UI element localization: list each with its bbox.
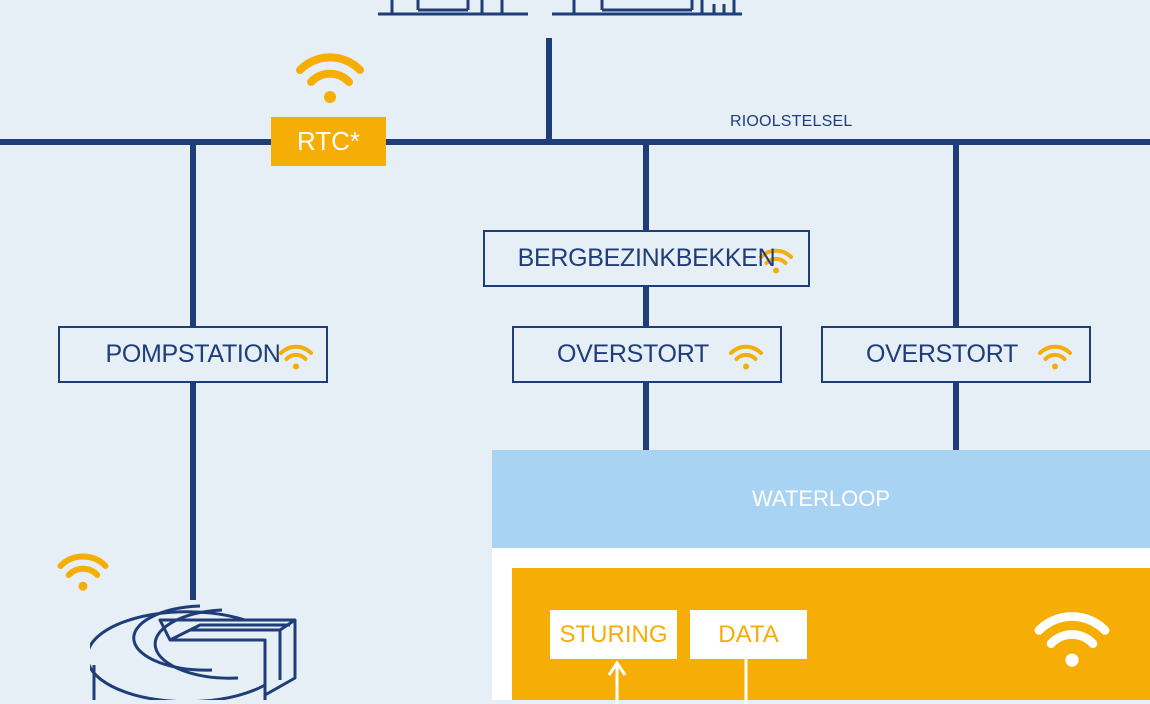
- node-label: POMPSTATION: [105, 340, 281, 368]
- wifi-icon: [729, 344, 763, 370]
- node-bergbezinkbekken: BERGBEZINKBEKKEN: [483, 230, 810, 287]
- network-label: RIOOLSTELSEL: [730, 113, 853, 130]
- panel-border: [492, 548, 1150, 568]
- node-label: BERGBEZINKBEKKEN: [517, 244, 776, 272]
- node-overstort-2: OVERSTORT: [821, 326, 1091, 383]
- sturing-box: STURING: [550, 610, 677, 659]
- wifi-icon: [1034, 612, 1110, 667]
- node-label: OVERSTORT: [866, 340, 1018, 368]
- node-pompstation: POMPSTATION: [58, 326, 328, 383]
- wifi-icon: [1038, 344, 1072, 370]
- node-overstort-1: OVERSTORT: [512, 326, 782, 383]
- wifi-icon: [57, 553, 109, 591]
- arrow-up-icon: [607, 660, 627, 704]
- data-label: DATA: [718, 620, 779, 648]
- node-label: OVERSTORT: [557, 340, 709, 368]
- waterloop-band: WATERLOOP: [492, 450, 1150, 548]
- wifi-icon: [759, 248, 793, 274]
- treatment-tank-icon: [90, 604, 297, 700]
- sturing-label: STURING: [559, 620, 668, 648]
- rtc-label: RTC*: [271, 117, 386, 166]
- wifi-icon: [296, 53, 364, 103]
- panel-border: [492, 548, 512, 700]
- building-icon: [552, 0, 742, 16]
- waterloop-label: WATERLOOP: [751, 486, 891, 511]
- building-icon: [378, 0, 528, 16]
- data-line: [744, 659, 748, 704]
- wifi-icon: [279, 344, 313, 370]
- data-box: DATA: [690, 610, 807, 659]
